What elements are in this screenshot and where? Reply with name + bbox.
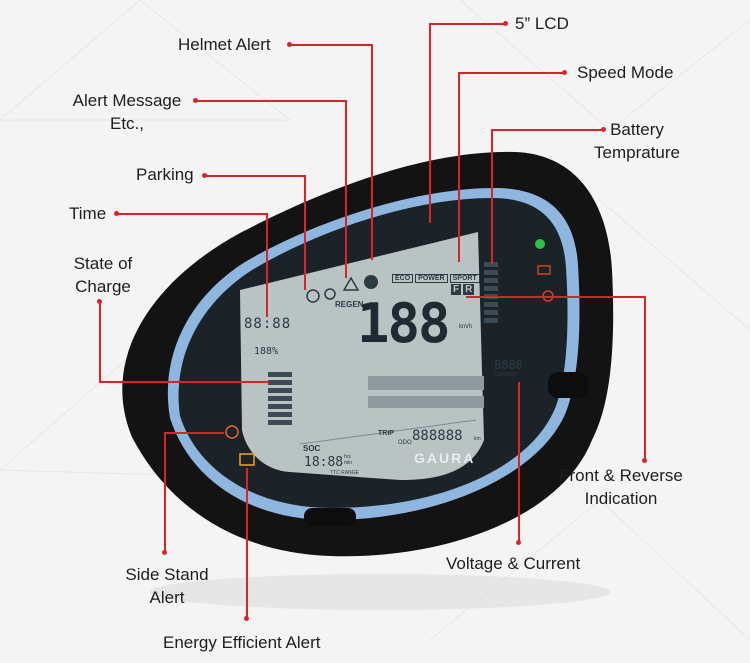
battery-lamp-icon [537,265,551,275]
mode-eco: ECO [392,274,414,283]
speed-unit: km/h [459,324,473,330]
right-button[interactable] [548,372,588,398]
lcd-callout-line [429,23,505,25]
time-callout-line [116,213,268,215]
label-lcd: 5” LCD [515,14,569,33]
ttc-range-label: TTC RANGE [330,470,359,476]
helmet-callout-line-v [371,44,373,260]
label-front-reverse: Front & Reverse Indication [548,464,694,510]
label-voltage-current: Voltage & Current [446,554,581,573]
lcd-callout-line-v [429,23,431,223]
label-side-stand-line2: Alert [149,588,185,607]
lcd-divider [299,419,477,445]
soc-callout-line [99,381,269,383]
alert-callout-line-v [345,100,347,278]
gear-forward: F [451,284,462,295]
label-state-of-charge: State of Charge [64,252,142,298]
energy-callout-dot [244,616,249,621]
alert-icon [324,288,336,300]
alert-callout-line [195,100,347,102]
parking-icon [306,289,320,303]
time-callout-line-v [266,213,268,317]
gear-indicator: F R [451,284,475,295]
soc-callout-line-v [99,301,101,383]
side-stand-callout-line-v [164,432,166,552]
label-energy-efficient: Energy Efficient Alert [163,633,321,652]
lcd-screen [240,232,484,480]
soc-bar-graph [268,372,292,425]
label-time: Time [69,204,107,223]
label-soc-line2: Charge [75,277,131,296]
ready-lamp-icon [535,239,545,249]
energy-callout-line-v [246,468,248,618]
battery-temp-callout-line-v [491,129,493,264]
front-reverse-callout-line-v [644,296,646,460]
label-alert-message: Alert Message Etc., [66,89,188,135]
battery-temp-callout-line [491,129,603,131]
front-reverse-callout-line [466,296,646,298]
regen-label: REGEN [335,300,364,309]
battery-temp-callout-dot [601,127,606,132]
side-stand-callout-line [164,432,224,434]
message-strip-2 [368,396,484,408]
voltage-callout-dot [516,540,521,545]
trip-label: TRIP [378,430,394,437]
label-battery-temperature: Battery Temprature [584,118,690,164]
label-alert-message-line2: Etc., [109,114,144,133]
energy-efficient-lamp-icon [239,453,255,466]
ttc-readout: 18:88 [304,455,344,470]
current-label: CURRENT [494,372,519,378]
ttc-unit-hrs: hrs [344,454,351,460]
soc-label: SOC [303,444,321,453]
label-helmet-alert: Helmet Alert [178,35,271,54]
ttc-unit-min: min [344,460,353,466]
ttc-units: hrs min [344,454,352,466]
speed-mode-callout-line [458,72,564,74]
helmet-icon [364,275,378,289]
label-battery-line1: Battery [610,120,664,139]
odometer-readout: 888888 [412,428,463,444]
odometer-unit: km [474,436,481,442]
warning-triangle-icon [342,276,360,291]
speed-mode-indicator: ECO POWER SPORT [392,274,480,283]
soc-percent-readout: 188% [254,346,279,357]
clock-readout: 88:88 [244,316,292,332]
label-battery-line2: Temprature [594,143,680,162]
label-parking: Parking [136,165,194,184]
mode-power: POWER [415,274,448,283]
parking-callout-line [204,175,306,177]
label-front-reverse-line1: Front & Reverse [559,466,683,485]
parking-callout-line-v [304,175,306,290]
speed-readout: 188 [357,292,451,355]
message-strip [368,376,484,390]
left-button[interactable] [304,508,356,526]
lcd-callout-dot [503,21,508,26]
label-speed-mode: Speed Mode [577,63,674,82]
front-reverse-callout-dot [642,458,647,463]
label-side-stand: Side Stand Alert [116,563,218,609]
label-alert-message-line1: Alert Message [72,91,182,110]
speed-mode-callout-line-v [458,72,460,262]
label-side-stand-line1: Side Stand [125,565,209,584]
mode-sport: SPORT [449,274,480,283]
label-front-reverse-line2: Indication [584,489,658,508]
gear-reverse: R [463,284,475,295]
label-soc-line1: State of [73,254,133,273]
side-stand-callout-dot [162,550,167,555]
speed-mode-callout-dot [562,70,567,75]
voltage-callout-line-v [518,382,520,542]
helmet-callout-line [289,44,373,46]
side-stand-lamp-icon [225,425,239,439]
brand-logo: GAURA [414,450,476,466]
current-readout: 8888 [494,358,523,372]
odo-label: ODO [398,440,412,446]
